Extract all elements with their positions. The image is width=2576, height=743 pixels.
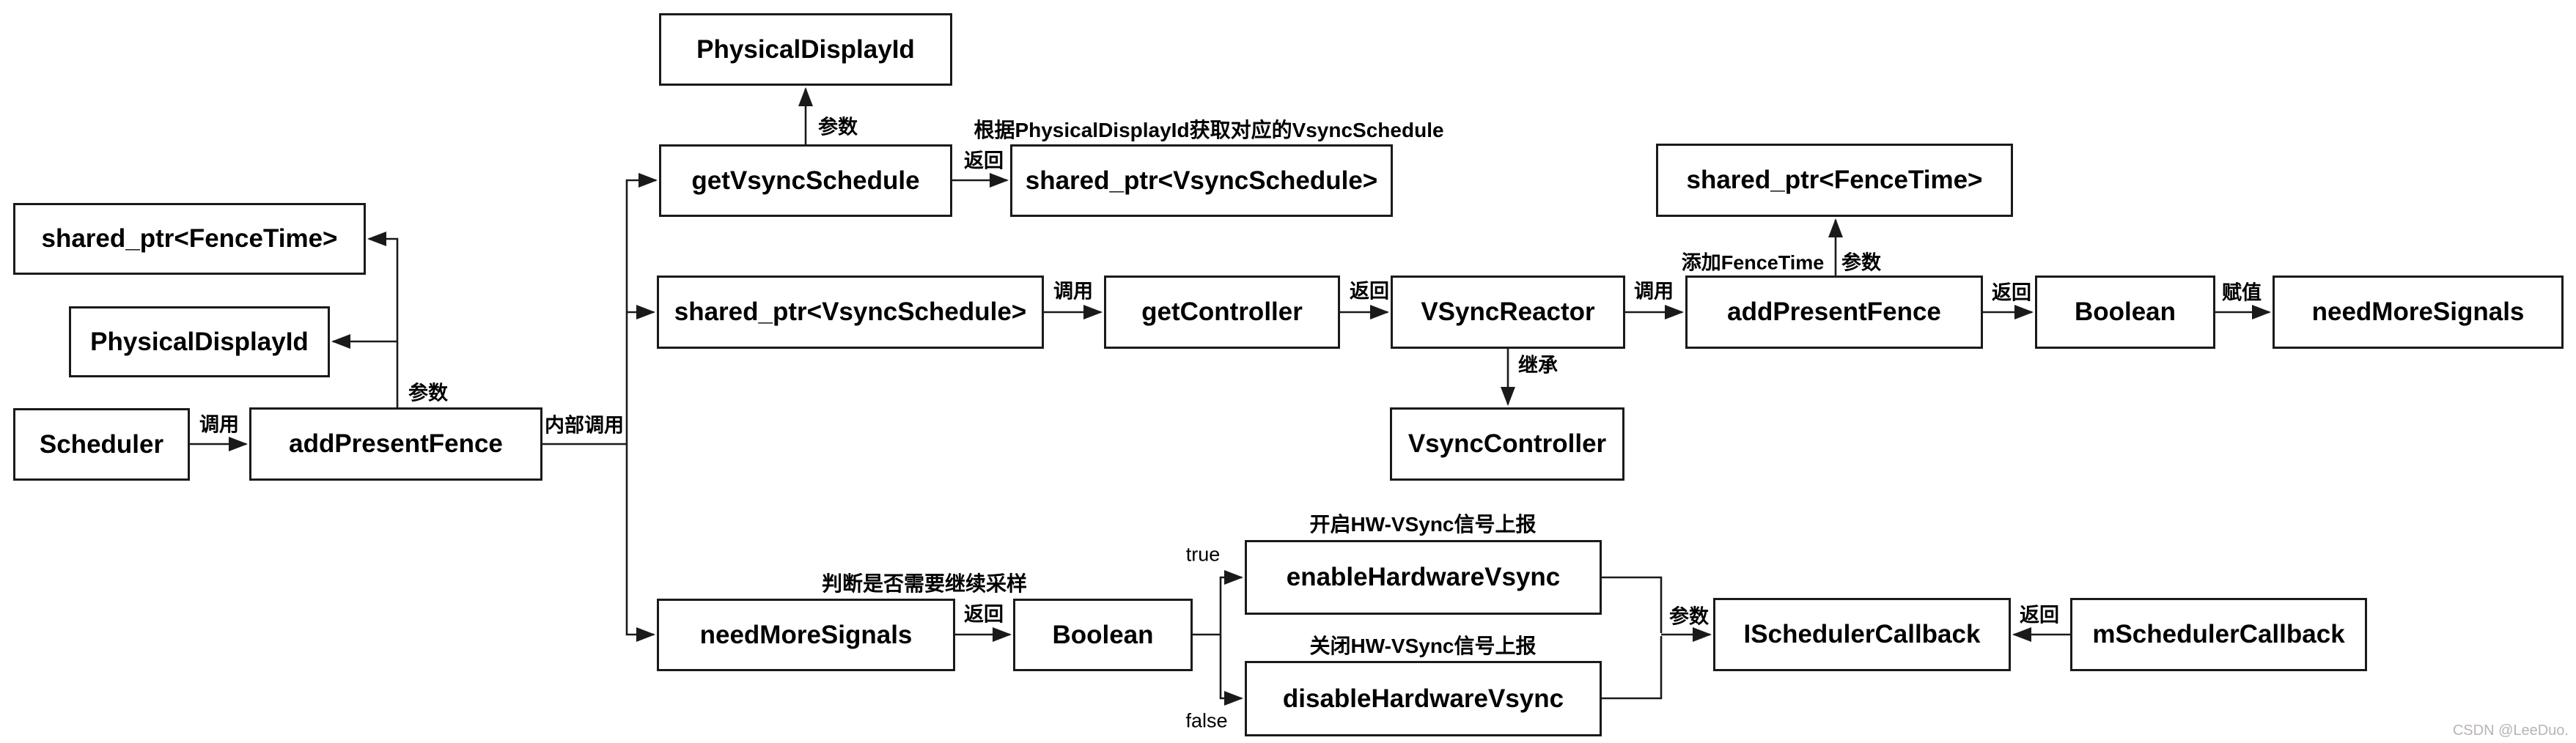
edge-label-return-mid1: 返回 xyxy=(1350,280,1389,303)
edge-label-return-bottom1: 返回 xyxy=(964,603,1004,626)
node-needmoresignals-right: needMoreSignals xyxy=(2273,276,2564,349)
edge-label-return-top: 返回 xyxy=(964,149,1004,172)
annotation-get-schedule: 根据PhysicalDisplayId获取对应的VsyncSchedule xyxy=(974,119,1444,141)
node-physicaldisplayid-left: PhysicalDisplayId xyxy=(69,306,330,377)
node-fencetime-left: shared_ptr<FenceTime> xyxy=(13,203,366,275)
edge-branch-true xyxy=(1219,570,1243,635)
edge-label-add-fencetime: 添加FenceTime xyxy=(1681,251,1825,274)
node-needmoresignals-bottom: needMoreSignals xyxy=(657,599,955,671)
edge-label-call-scheduler: 调用 xyxy=(199,413,239,436)
edge-branch-to-needmoresignals xyxy=(625,444,655,642)
node-getcontroller: getController xyxy=(1104,276,1340,349)
node-vsyncschedule-ret: shared_ptr<VsyncSchedule> xyxy=(1010,144,1393,217)
node-addpresentfence-mid: addPresentFence xyxy=(1685,276,1983,349)
annotation-disable-note: 关闭HW-VSync信号上报 xyxy=(1309,635,1537,657)
edge-label-param-top: 参数 xyxy=(818,116,858,138)
node-vsyncschedule-mid: shared_ptr<VsyncSchedule> xyxy=(657,276,1044,349)
edge-label-internal-call: 内部调用 xyxy=(545,414,624,437)
node-getvsyncschedule: getVsyncSchedule xyxy=(659,144,952,217)
edge-branch-false xyxy=(1219,635,1243,706)
node-fencetime-right: shared_ptr<FenceTime> xyxy=(1656,144,2013,217)
node-physicaldisplayid-top: PhysicalDisplayId xyxy=(659,13,952,86)
annotation-enable-note: 开启HW-VSync信号上报 xyxy=(1309,513,1537,536)
node-boolean-bottom: Boolean xyxy=(1013,599,1193,671)
edge-label-return-mid2: 返回 xyxy=(1992,281,2031,304)
node-disablehardwarevsync: disableHardwareVsync xyxy=(1245,661,1602,736)
edge-addpresentfence-to-fencetime-left xyxy=(367,232,399,407)
node-mschedulercallback: mSchedulerCallback xyxy=(2070,598,2367,671)
node-vsynccontroller: VsyncController xyxy=(1390,407,1624,481)
edge-label-param-left: 参数 xyxy=(408,382,448,404)
annotation-decide-sampling: 判断是否需要继续采样 xyxy=(821,572,1028,595)
edge-enable-merge xyxy=(1602,576,1663,633)
node-addpresentfence-left: addPresentFence xyxy=(249,407,542,481)
edge-branch-to-getvsyncschedule xyxy=(625,173,658,444)
watermark-text: CSDN @LeeDuo. xyxy=(2452,722,2569,739)
edge-label-assign: 赋值 xyxy=(2222,281,2262,304)
edge-label-call-mid2: 调用 xyxy=(1634,280,1674,303)
node-enablehardwarevsync: enableHardwareVsync xyxy=(1245,540,1602,615)
node-scheduler: Scheduler xyxy=(13,408,190,481)
edge-label-true: true xyxy=(1185,543,1221,566)
edge-label-param-mid: 参数 xyxy=(1841,251,1881,274)
edge-label-false: false xyxy=(1185,709,1228,732)
node-vsyncreactor: VSyncReactor xyxy=(1391,276,1625,349)
edge-label-param-bottom: 参数 xyxy=(1669,605,1709,628)
edge-label-return-bottom2: 返回 xyxy=(2020,604,2059,626)
node-ischedulercallback: ISchedulerCallback xyxy=(1713,598,2011,671)
edge-label-call-mid1: 调用 xyxy=(1053,280,1093,303)
edge-disable-merge xyxy=(1602,636,1663,700)
edge-label-inherit: 继承 xyxy=(1518,354,1558,377)
node-boolean-mid: Boolean xyxy=(2035,276,2215,349)
